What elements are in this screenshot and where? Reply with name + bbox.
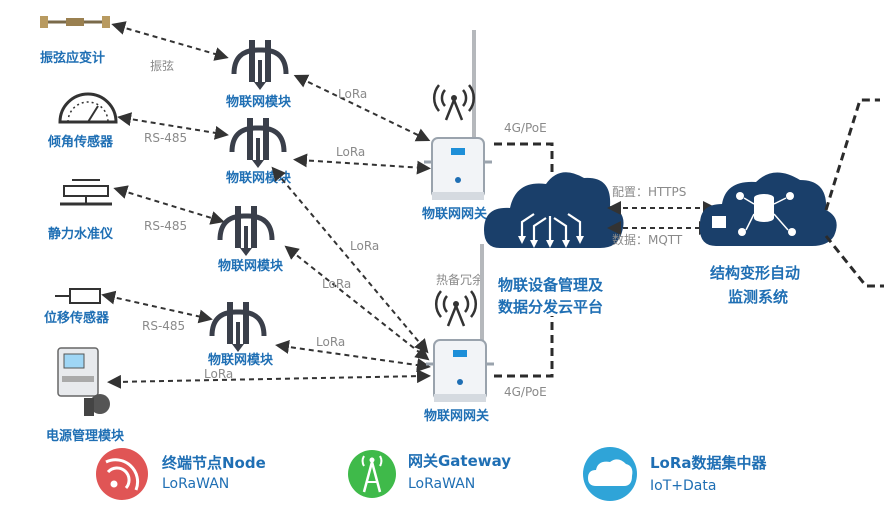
legend-node-title: 终端节点Node	[162, 454, 266, 472]
rs485-label-3: RS-485	[142, 319, 185, 333]
gateway-device-icon	[422, 136, 494, 202]
static-level-label: 静力水准仪	[48, 226, 114, 242]
outbound-link-top	[824, 98, 880, 211]
strain-to-module-link	[111, 21, 229, 61]
legend-node-sub: LoRaWAN	[162, 476, 229, 492]
cloud-platform-icon	[484, 172, 624, 248]
legend-gateway-sub: LoRaWAN	[408, 476, 475, 492]
cloud-platform-title-2: 数据分发云平台	[498, 298, 603, 316]
monitoring-system-title-2: 监测系统	[728, 288, 788, 306]
lora-label-3: LoRa	[350, 239, 379, 253]
4g-poe-label-bottom: 4G/PoE	[504, 385, 547, 399]
iot-module-label-1: 物联网模块	[226, 94, 292, 110]
rs485-label-2: RS-485	[144, 219, 187, 233]
legend-gateway-title: 网关Gateway	[408, 452, 511, 470]
lora-link-5	[275, 340, 431, 372]
gateway-label-top: 物联网网关	[422, 206, 487, 222]
lora-label-2: LoRa	[336, 145, 365, 159]
wifi-signal-icon	[96, 448, 148, 500]
lora-link-6	[107, 369, 431, 389]
iot-module-label-4: 物联网模块	[208, 352, 274, 368]
displacement-sensor-icon	[55, 288, 101, 304]
lora-link-4	[284, 245, 430, 361]
tilt-sensor-label: 倾角传感器	[47, 134, 114, 150]
lora-label-1: LoRa	[338, 87, 367, 101]
antenna-tower-icon	[348, 450, 396, 498]
iot-module-icon	[220, 206, 272, 256]
iot-module-label-3: 物联网模块	[218, 258, 284, 274]
lora-link-2	[293, 153, 431, 175]
legend-concentrator-sub: IoT+Data	[650, 478, 716, 494]
signal-icon	[434, 289, 478, 328]
gateway-cloud-link-bottom	[494, 316, 554, 378]
iot-module-icon	[232, 118, 284, 168]
gateway-label-bottom: 物联网网关	[424, 408, 489, 424]
power-module-label: 电源管理模块	[46, 428, 125, 444]
gateway-cloud-link-top	[494, 142, 554, 176]
iot-module-icon	[234, 40, 286, 90]
gateway-device-icon	[424, 338, 496, 404]
lora-link-3	[271, 166, 429, 354]
legend: 终端节点Node LoRaWAN 网关Gateway LoRaWAN LoRa数…	[96, 447, 768, 501]
cloud-icon	[583, 447, 637, 501]
cloud-platform-title-1: 物联设备管理及	[498, 276, 604, 294]
static-level-icon	[60, 179, 112, 206]
legend-concentrator-title: LoRa数据集中器	[650, 454, 768, 472]
iot-module-label-2: 物联网模块	[226, 170, 292, 186]
tilt-to-module-link	[117, 112, 229, 140]
lora-label-6: LoRa	[204, 367, 233, 381]
vibrating-wire-label: 振弦	[150, 58, 174, 73]
power-module-icon	[57, 347, 110, 416]
monitoring-system-title-1: 结构变形自动	[710, 264, 800, 282]
rs485-label-1: RS-485	[144, 131, 187, 145]
signal-icon	[432, 83, 476, 122]
displacement-sensor-label: 位移传感器	[44, 310, 110, 326]
data-mqtt-label: 数据：MQTT	[612, 232, 683, 247]
monitoring-system-icon	[699, 172, 837, 246]
iot-module-icon	[212, 302, 264, 352]
level-to-module-link	[113, 185, 225, 225]
strain-gauge-label: 振弦应变计	[40, 50, 105, 66]
hot-standby-label: 热备冗余	[436, 272, 484, 287]
tilt-sensor-icon	[58, 92, 118, 124]
strain-gauge-icon	[40, 16, 110, 28]
outbound-link-bottom	[824, 235, 884, 288]
lora-label-5: LoRa	[316, 335, 345, 349]
lora-label-4: LoRa	[322, 277, 351, 291]
4g-poe-label-top: 4G/PoE	[504, 121, 547, 135]
config-https-label: 配置：HTTPS	[612, 185, 686, 199]
displacement-to-module-link	[101, 290, 213, 324]
lora-link-1	[293, 74, 431, 142]
